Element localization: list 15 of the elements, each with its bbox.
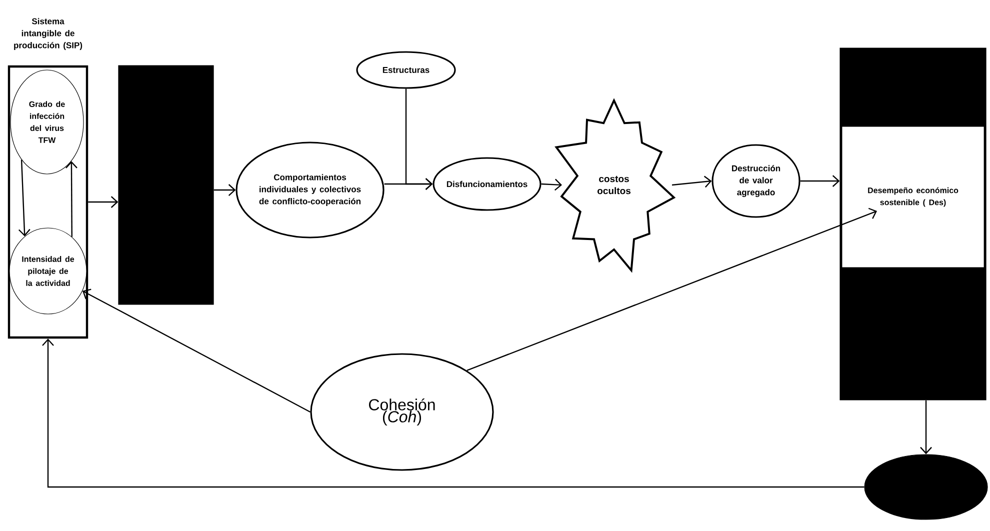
arrow — [88, 196, 118, 208]
arrow — [466, 208, 877, 371]
node-label: Sistema intangible de producción (SIP) — [14, 18, 82, 50]
text-panel: Desempeño económico sostenible ( Des) — [842, 126, 984, 268]
arrow — [541, 178, 562, 191]
arrow — [82, 288, 310, 413]
arrow — [405, 88, 433, 190]
arrow — [672, 176, 712, 188]
arrow — [66, 161, 78, 237]
block — [118, 65, 214, 305]
arrow — [42, 338, 864, 488]
arrow — [920, 400, 932, 454]
arrow — [800, 175, 840, 187]
ellipse — [864, 454, 988, 520]
arrow — [214, 184, 236, 196]
